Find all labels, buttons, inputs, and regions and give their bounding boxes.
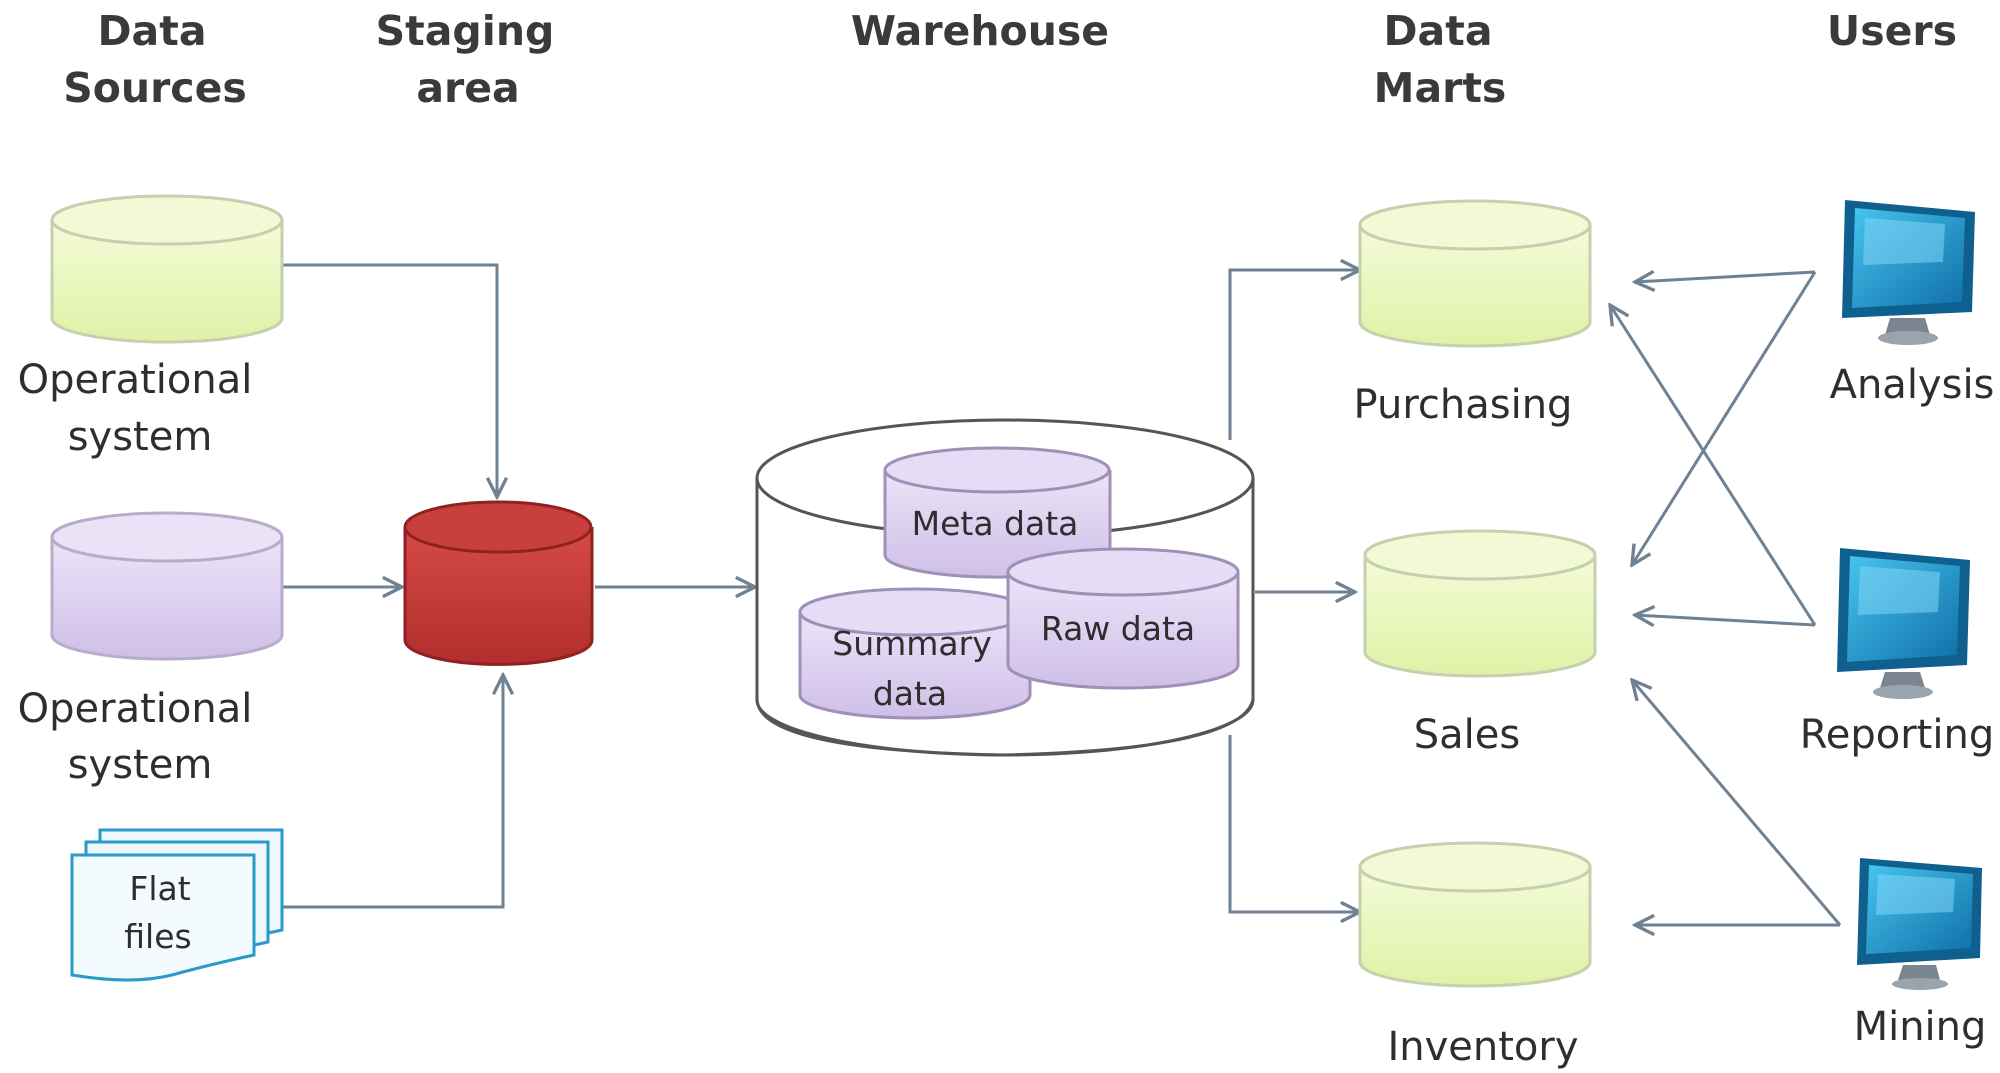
arrow-analysis-to-sales <box>1632 271 1817 565</box>
connectors <box>282 263 1842 926</box>
header-data-marts: Data Marts <box>1374 7 1507 112</box>
summary-data-label-line2: data <box>873 674 947 713</box>
inventory-cylinder <box>1358 841 1592 988</box>
arrow-analysis-to-purchasing <box>1635 272 1816 282</box>
arrow-warehouse-to-purchasing <box>1228 270 1360 440</box>
mining-monitor-icon <box>1857 858 1982 990</box>
header-staging-area: Staging area <box>376 7 555 112</box>
operational-system-2-cylinder <box>50 511 284 661</box>
flat-files-icon <box>70 828 284 982</box>
operational-system-1-label-line1: Operational <box>18 357 253 403</box>
operational-system-2-label-line2: system <box>68 742 213 788</box>
arrow-reporting-to-sales <box>1635 615 1816 625</box>
header-data-sources-line2: Sources <box>63 64 247 112</box>
header-staging-line1: Staging <box>376 7 555 55</box>
staging-area-cylinder <box>403 500 594 666</box>
header-data-sources-line1: Data <box>98 7 207 55</box>
summary-data-label-line1: Summary <box>832 624 991 663</box>
analysis-label: Analysis <box>1830 362 1995 408</box>
header-warehouse: Warehouse <box>851 7 1109 55</box>
flat-files-label-line1: Flat <box>129 869 190 908</box>
arrow-operational1-to-staging <box>282 263 497 497</box>
arrow-reporting-to-purchasing <box>1610 305 1817 626</box>
mining-label: Mining <box>1854 1004 1987 1050</box>
purchasing-cylinder <box>1358 199 1592 348</box>
sales-label: Sales <box>1414 712 1520 758</box>
summary-data-cylinder <box>798 587 1032 720</box>
arrow-mining-to-sales <box>1632 680 1842 926</box>
reporting-label: Reporting <box>1800 712 1994 758</box>
raw-data-label: Raw data <box>1041 609 1195 648</box>
operational-system-1-cylinder <box>50 194 284 344</box>
analysis-monitor-icon <box>1842 200 1975 345</box>
arrow-flatfiles-to-staging <box>282 675 503 909</box>
operational-system-1-label-line2: system <box>68 414 213 460</box>
header-data-sources: Data Sources <box>63 7 247 112</box>
raw-data-cylinder <box>1006 547 1240 690</box>
header-staging-line2: area <box>416 64 519 112</box>
header-data-marts-line1: Data <box>1384 7 1493 55</box>
arrow-warehouse-to-inventory <box>1228 735 1360 912</box>
header-data-marts-line2: Marts <box>1374 64 1507 112</box>
purchasing-label: Purchasing <box>1354 382 1573 428</box>
operational-system-2-label-line1: Operational <box>18 686 253 732</box>
meta-data-label: Meta data <box>912 504 1079 543</box>
flat-files-label-line2: files <box>124 917 191 956</box>
sales-cylinder <box>1363 529 1597 678</box>
reporting-monitor-icon <box>1837 548 1970 699</box>
inventory-label: Inventory <box>1387 1024 1578 1070</box>
header-users: Users <box>1827 7 1957 55</box>
